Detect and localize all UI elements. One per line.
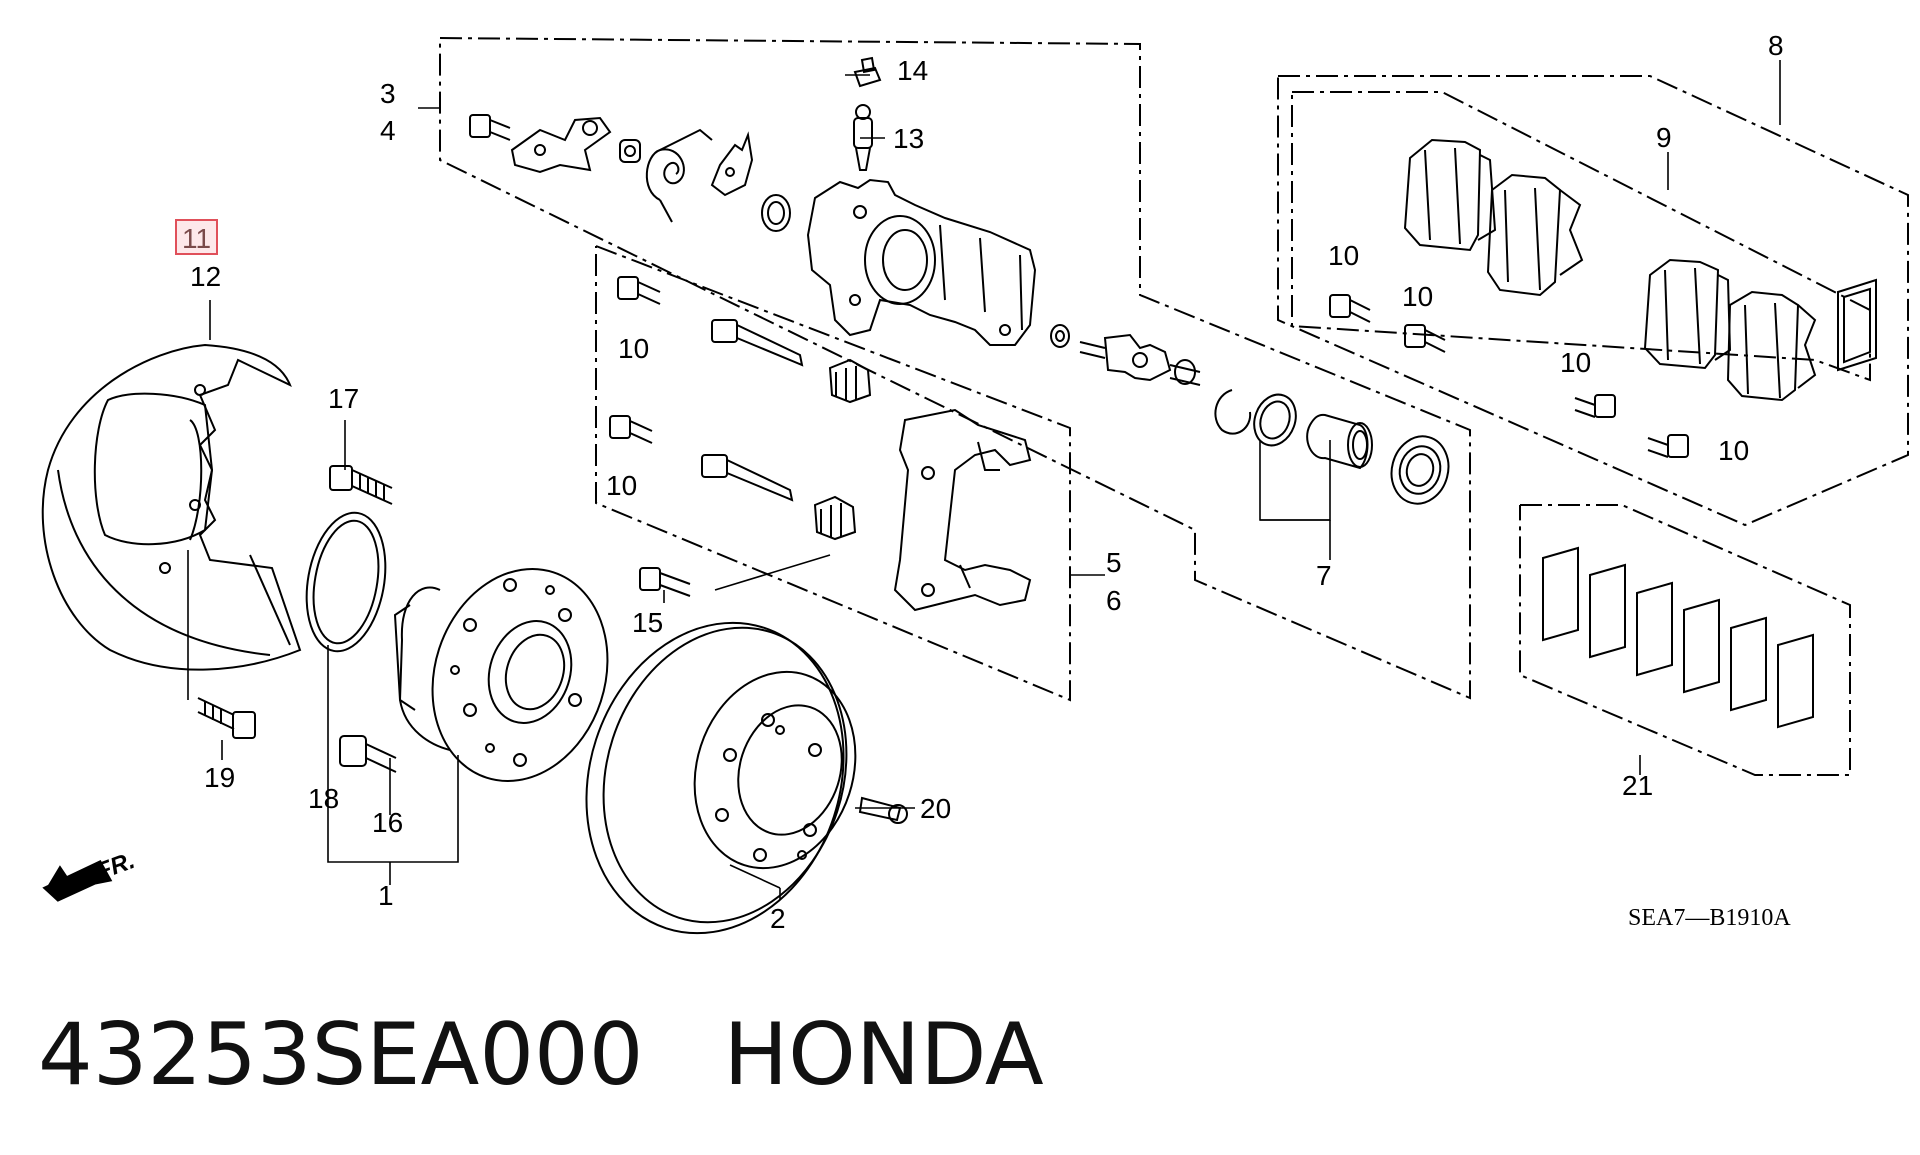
callout-10-pin-upper[interactable]: 10	[618, 333, 649, 364]
group-box-pins	[595, 245, 1071, 702]
seal-cap	[761, 194, 791, 232]
screw-20	[858, 796, 908, 824]
snap-ring	[1214, 389, 1252, 435]
small-nut	[619, 139, 641, 163]
group-box-caliper	[439, 37, 1471, 700]
callout-15[interactable]: 15	[632, 607, 663, 638]
caliper-body	[806, 178, 1037, 346]
piston	[1306, 413, 1373, 470]
bolt-15	[639, 567, 691, 597]
callout-2[interactable]: 2	[770, 903, 786, 934]
nut-14	[853, 56, 882, 88]
bolt-10-pad-c	[1574, 394, 1616, 418]
bleeder-13	[853, 104, 873, 171]
brand-name: HONDA	[723, 1005, 1044, 1105]
callout-10-pad-b[interactable]: 10	[1402, 281, 1433, 312]
callout-1[interactable]: 1	[378, 880, 394, 911]
caliper-washer	[1050, 324, 1070, 348]
guide-pin-lower	[701, 454, 794, 502]
callout-16[interactable]: 16	[372, 807, 403, 838]
splash-guard-part	[41, 343, 302, 671]
callout-10-pad-a[interactable]: 10	[1328, 240, 1359, 271]
highlight-box-11	[175, 219, 218, 255]
callout-21[interactable]: 21	[1622, 770, 1653, 801]
group-box-pads	[1291, 91, 1871, 382]
hub-bearing-1	[393, 567, 609, 783]
callout-8[interactable]: 8	[1768, 30, 1784, 61]
callout-11[interactable]: 11	[182, 223, 211, 254]
callout-17[interactable]: 17	[328, 383, 359, 414]
brake-disc-2	[585, 621, 857, 935]
pin-boot-lower	[813, 495, 857, 541]
part-number: 43253SEA000	[38, 1005, 644, 1105]
diagram-code: SEA7—B1910A	[1628, 905, 1791, 931]
bolt-10-pin-lower	[609, 415, 653, 444]
callout-9[interactable]: 9	[1656, 122, 1672, 153]
front-arrow-icon	[42, 860, 113, 902]
callout-13[interactable]: 13	[893, 123, 924, 154]
pin-boot-upper	[828, 358, 872, 404]
bolt-10-pad-b	[1404, 324, 1446, 353]
parking-spindle	[1079, 333, 1201, 386]
bolt-10-pin-upper	[617, 276, 661, 305]
callout-10-pad-d[interactable]: 10	[1718, 435, 1749, 466]
o-ring-18	[305, 511, 387, 653]
callout-10-pin-lower[interactable]: 10	[606, 470, 637, 501]
callout-4[interactable]: 4	[380, 115, 396, 146]
part-caption: 43253SEA000 HONDA	[38, 1005, 1044, 1105]
caliper-bracket	[893, 408, 1032, 612]
callout-labels: 1 2 3 4 5 6 7 8 9 10 10 10 10 10 10 11 1…	[93, 30, 1792, 934]
callout-19[interactable]: 19	[204, 762, 235, 793]
brake-pad-inner-1	[1486, 173, 1584, 297]
callout-10-pad-c[interactable]: 10	[1560, 347, 1591, 378]
brake-pad-outer-1	[1403, 138, 1497, 252]
parking-lever	[510, 116, 612, 174]
callout-14[interactable]: 14	[897, 55, 928, 86]
leader-lines	[187, 60, 1781, 900]
bolt-10-pad-a	[1329, 294, 1371, 323]
shim-set-21	[1542, 546, 1814, 729]
callout-20[interactable]: 20	[920, 793, 951, 824]
bolt-10-pad-d	[1647, 434, 1689, 458]
callout-7[interactable]: 7	[1316, 560, 1332, 591]
callout-12[interactable]: 12	[190, 261, 221, 292]
caliper-bleeder-bolt	[469, 114, 511, 141]
callout-6[interactable]: 6	[1106, 585, 1122, 616]
shim-single	[1837, 278, 1877, 372]
return-spring	[645, 128, 713, 223]
lever-bracket	[710, 131, 754, 197]
callout-3[interactable]: 3	[380, 78, 396, 109]
front-direction-label: FR.	[93, 847, 139, 886]
bolt-19	[197, 697, 256, 739]
group-box-pad-set	[1277, 75, 1909, 527]
callout-18[interactable]: 18	[308, 783, 339, 814]
bolt-17	[329, 465, 393, 505]
callout-5[interactable]: 5	[1106, 547, 1122, 578]
brake-pad-inner-2	[1726, 290, 1817, 402]
hub-bolt-16	[339, 735, 397, 773]
dust-boot	[1390, 435, 1450, 505]
guide-pin-upper	[711, 319, 804, 367]
piston-seal	[1253, 393, 1297, 447]
